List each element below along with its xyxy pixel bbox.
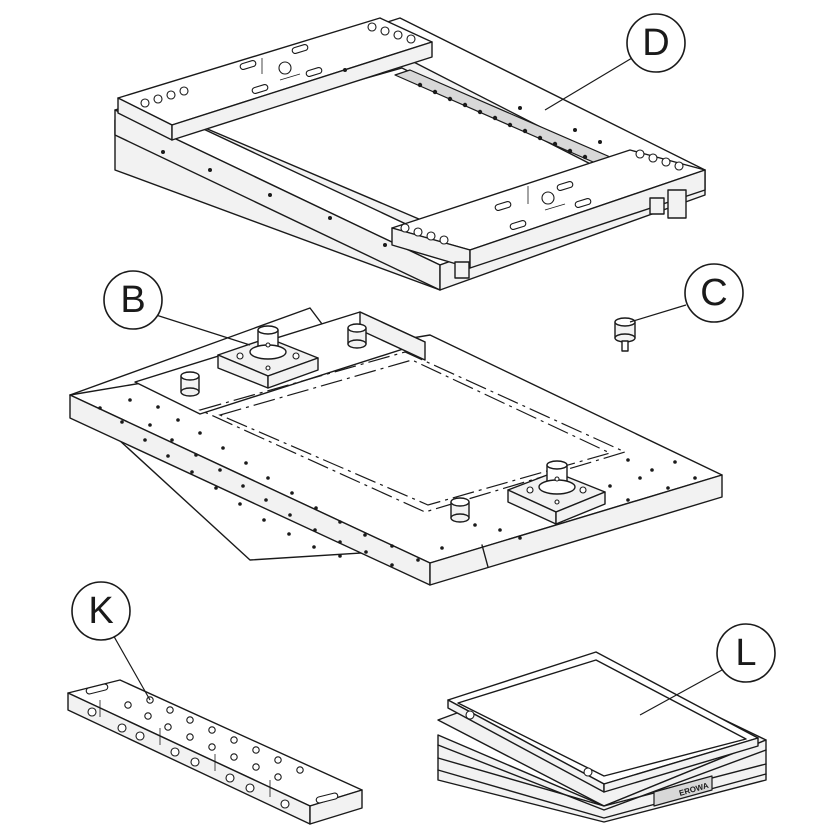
callout-k: K: [71, 581, 151, 701]
part-b-plate: [69, 307, 723, 586]
rail-holes: [417, 82, 603, 166]
clamping-module-back: [217, 325, 319, 389]
retention-knob-1: [347, 323, 367, 349]
back-beam-features: [140, 22, 416, 108]
callout-d-label: D: [642, 22, 669, 64]
clamping-module-front: [507, 460, 606, 525]
callout-b-label: B: [120, 279, 145, 321]
callout-l-label: L: [735, 632, 756, 674]
callout-b: B: [103, 270, 251, 346]
retention-knob-3: [450, 497, 470, 523]
callout-d: D: [544, 13, 686, 111]
part-l-trays: EROWA: [437, 651, 767, 823]
callout-c-label: C: [700, 272, 727, 314]
part-d-frame: [114, 17, 706, 291]
plate-hole-grid: [98, 398, 697, 567]
callout-l: L: [639, 623, 776, 716]
front-beam-features: [400, 149, 684, 245]
part-k-bar: [67, 679, 363, 825]
part-c-knob: [614, 317, 636, 352]
retention-knob-2: [180, 371, 200, 397]
bar-holes: [87, 696, 304, 809]
callout-c: C: [629, 263, 744, 323]
callout-k-label: K: [88, 590, 113, 632]
